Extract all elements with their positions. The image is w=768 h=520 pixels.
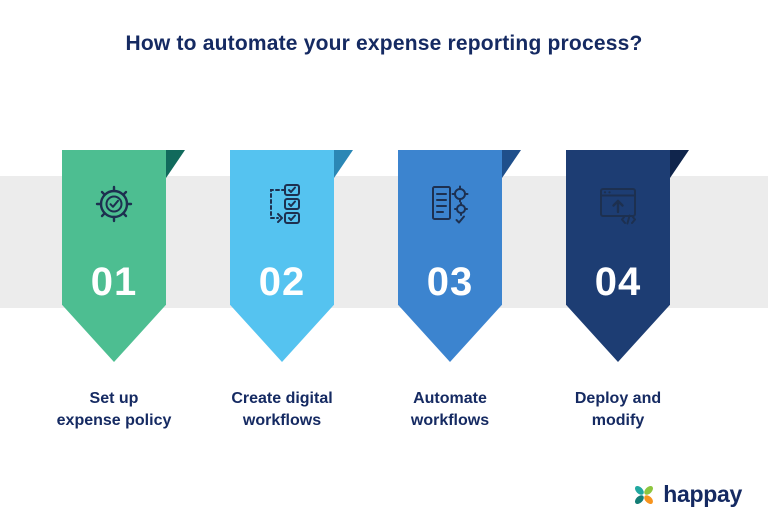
step-2-ribbon-fold [334, 150, 353, 178]
happay-flower-icon [635, 485, 654, 504]
step-3-banner: 03 [398, 150, 502, 362]
step-1-number: 01 [90, 260, 138, 304]
step-4-banner: 04 [566, 150, 670, 362]
page-title: How to automate your expense reporting p… [125, 32, 643, 55]
step-4: 04 Deploy and modify [543, 150, 693, 431]
step-1-ribbon-fold [166, 150, 185, 178]
step-4-label: Deploy and modify [574, 390, 662, 429]
step-3-label: Automate workflows [410, 390, 490, 429]
browser-deploy-icon [594, 180, 642, 228]
step-3-number: 03 [426, 260, 474, 304]
happay-logo: happay [631, 481, 742, 508]
happay-logo-text: happay [663, 481, 742, 507]
step-2-number: 02 [258, 260, 306, 304]
step-4-number: 04 [594, 260, 642, 304]
step-3: 03 Automate workflows [375, 150, 525, 431]
step-2-banner: 02 [230, 150, 334, 362]
step-3-ribbon: 03 [398, 150, 521, 362]
step-2-label: Create digital workflows [231, 390, 333, 429]
step-3-ribbon-fold [502, 150, 521, 178]
step-1-banner: 01 [62, 150, 166, 362]
step-2-ribbon: 02 [230, 150, 353, 362]
document-gears-icon [426, 180, 474, 228]
step-2: 02 Create digital workflows [207, 150, 357, 431]
workflow-icon [258, 180, 306, 228]
step-1-label: Set up expense policy [56, 390, 172, 429]
step-1-ribbon: 01 [62, 150, 185, 362]
step-4-ribbon-fold [670, 150, 689, 178]
steps-row: 01 Set up expense policy [0, 150, 732, 431]
gear-check-icon [90, 180, 138, 228]
step-1: 01 Set up expense policy [39, 150, 189, 431]
step-4-ribbon: 04 [566, 150, 689, 362]
